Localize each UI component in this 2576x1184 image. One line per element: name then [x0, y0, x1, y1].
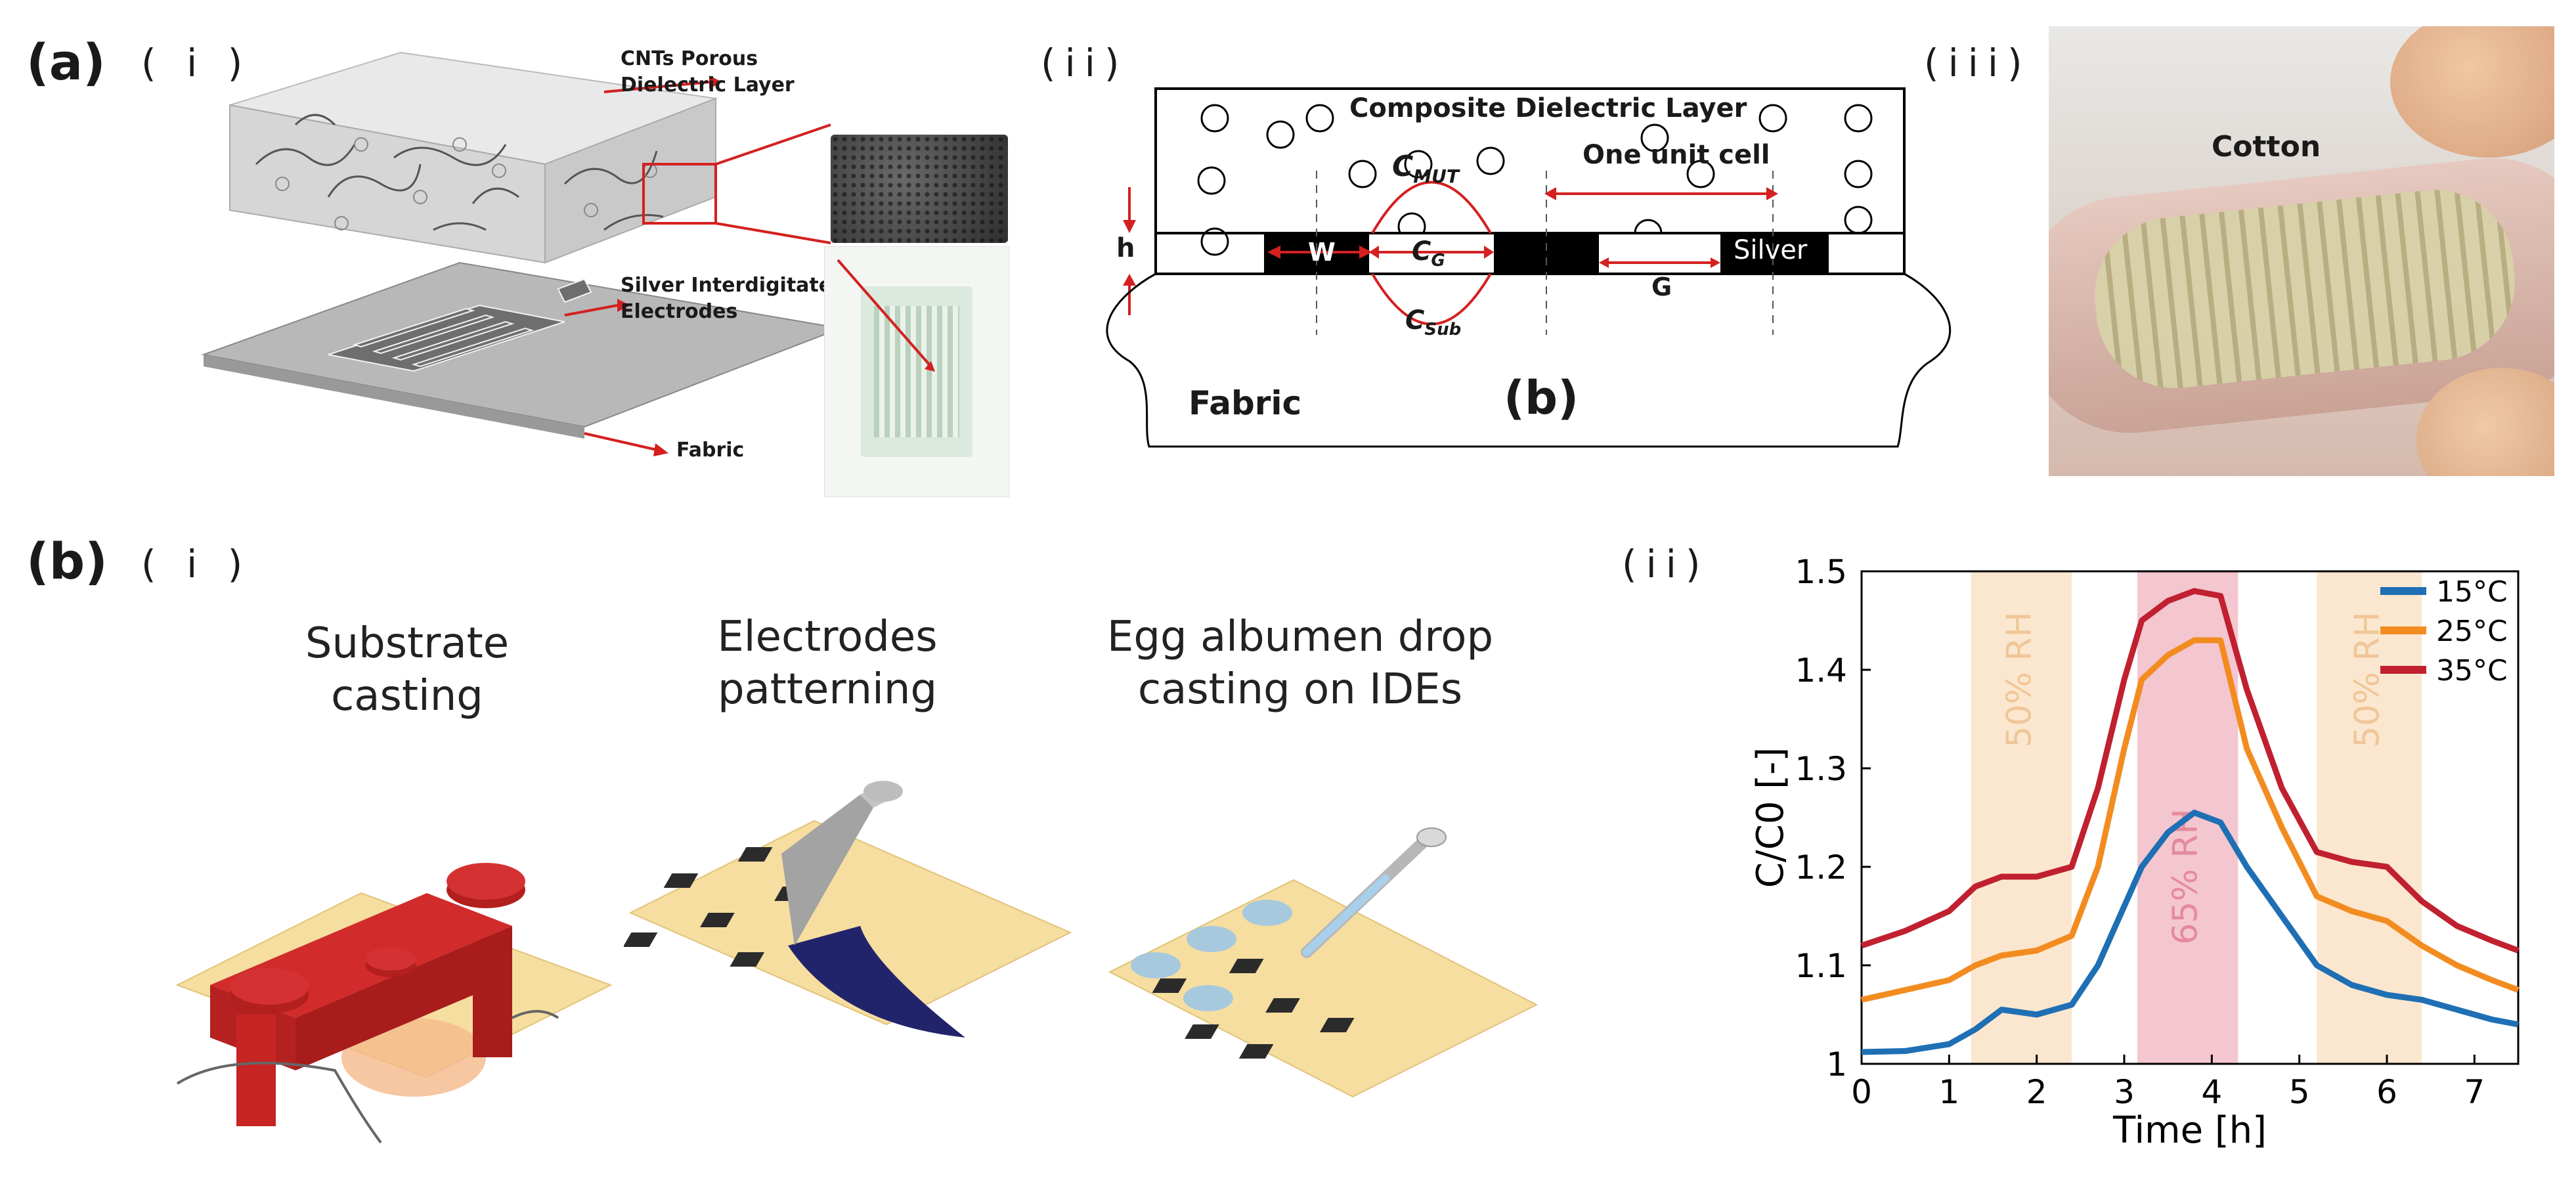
x-tick-label: 4: [2201, 1073, 2222, 1111]
step-title-substrate: Substrate casting: [305, 619, 510, 720]
x-axis-label: Time [h]: [2112, 1109, 2267, 1152]
composite-dielectric-box: [1154, 87, 1906, 234]
cotton-sensor-photo: [2049, 26, 2554, 476]
x-tick-label: 0: [1851, 1073, 1872, 1111]
step-title-albumen: Egg albumen drop casting on IDEs: [1106, 613, 1494, 714]
series-lines: [1860, 588, 2520, 1055]
unit-cell-label: One unit cell: [1583, 140, 1770, 170]
y-tick-label: 1.5: [1795, 553, 1847, 591]
callout-dielectric-label: CNTs Porous Dielectric Layer: [621, 47, 795, 97]
fabric-outline: [1106, 273, 1952, 448]
y-axis-label: C/C0 [-]: [1749, 747, 1792, 888]
albumen-casting-illustration: [1108, 827, 1539, 1098]
series-line-2: [1860, 588, 2520, 954]
legend-label-2: 35°C: [2436, 654, 2508, 688]
callout-arrow-fabric: [584, 432, 657, 451]
y-tick-label: 1.3: [1795, 750, 1847, 788]
rh-band-label-0: 50% RH: [1999, 611, 2039, 747]
cross-section-diagram: [1106, 87, 1952, 448]
zoom-box: [642, 163, 717, 225]
ide-pattern: [328, 278, 592, 372]
x-tick-label: 5: [2289, 1073, 2310, 1111]
silver-label: Silver: [1734, 235, 1808, 265]
h-label: h: [1116, 233, 1135, 263]
callout-ide-label: Silver Interdigitated Electrodes: [621, 274, 846, 323]
y-tick-label: 1.4: [1795, 651, 1847, 690]
series-line-1: [1861, 637, 2520, 1003]
composite-dielectric-label: Composite Dielectric Layer: [1349, 93, 1747, 123]
panel-b-i-label: ( i ): [141, 542, 252, 586]
cotton-label: Cotton: [2212, 130, 2321, 164]
g-label: G: [1651, 273, 1672, 301]
fabric-edge: [204, 355, 584, 439]
printed-ide-photo: [824, 246, 1009, 497]
panel-b-ii-label: (ii): [1622, 542, 1710, 586]
panel-a-label: (a): [26, 33, 106, 91]
step-title-electrodes: Electrodes patterning: [717, 613, 938, 714]
c-mut-label: CMUT: [1392, 150, 1459, 187]
panel-b-label: (b): [26, 532, 108, 590]
y-tick-label: 1.2: [1795, 848, 1847, 887]
x-tick-label: 2: [2026, 1073, 2047, 1111]
panel-a-iii-label: (iii): [1924, 41, 2032, 85]
substrate-casting-illustration: [175, 863, 613, 1144]
x-tick-label: 6: [2376, 1073, 2397, 1111]
y-tick-label: 1: [1826, 1045, 1847, 1084]
x-ticks: 0 1 2 3 4 5 6 7: [1851, 1055, 2485, 1111]
panel-a-ii-label: (ii): [1041, 41, 1129, 85]
inner-b-label: (b): [1504, 371, 1579, 425]
c-sub-label: CSub: [1405, 305, 1462, 340]
y-tick-label: 1.1: [1795, 947, 1847, 985]
porous-foam-photo: [831, 135, 1008, 243]
x-tick-label: 1: [1938, 1073, 1959, 1111]
finger-top: [2390, 26, 2554, 158]
legend-label-0: 15°C: [2436, 575, 2508, 609]
electrode-3: [1720, 233, 1829, 274]
x-tick-label: 3: [2114, 1073, 2135, 1111]
c-g-label: CG: [1412, 236, 1445, 271]
y-ticks: 1 1.1 1.2 1.3 1.4 1.5: [1795, 553, 1871, 1084]
callout-arrow-dielectric: [603, 81, 710, 93]
callout-fabric-label: Fabric: [676, 439, 745, 462]
fabric-label: Fabric: [1189, 384, 1302, 422]
x-tick-label: 7: [2464, 1073, 2485, 1111]
cnt-strands: [255, 114, 664, 231]
callout-arrow-ide: [564, 304, 618, 317]
rh-band-2: [2317, 571, 2422, 1064]
legend: 15°C 25°C 35°C: [2380, 575, 2508, 688]
series-line-0: [1861, 810, 2519, 1055]
sensor-exploded-view: [201, 51, 843, 456]
w-label: W: [1308, 238, 1336, 267]
plot-frame: [1860, 570, 2520, 1065]
legend-label-1: 25°C: [2436, 615, 2508, 648]
rh-band-0: [1971, 571, 2072, 1064]
panel-a-i-label: ( i ): [141, 41, 252, 85]
electrode-2: [1494, 233, 1599, 274]
electrode-patterning-illustration: [624, 781, 1072, 1038]
